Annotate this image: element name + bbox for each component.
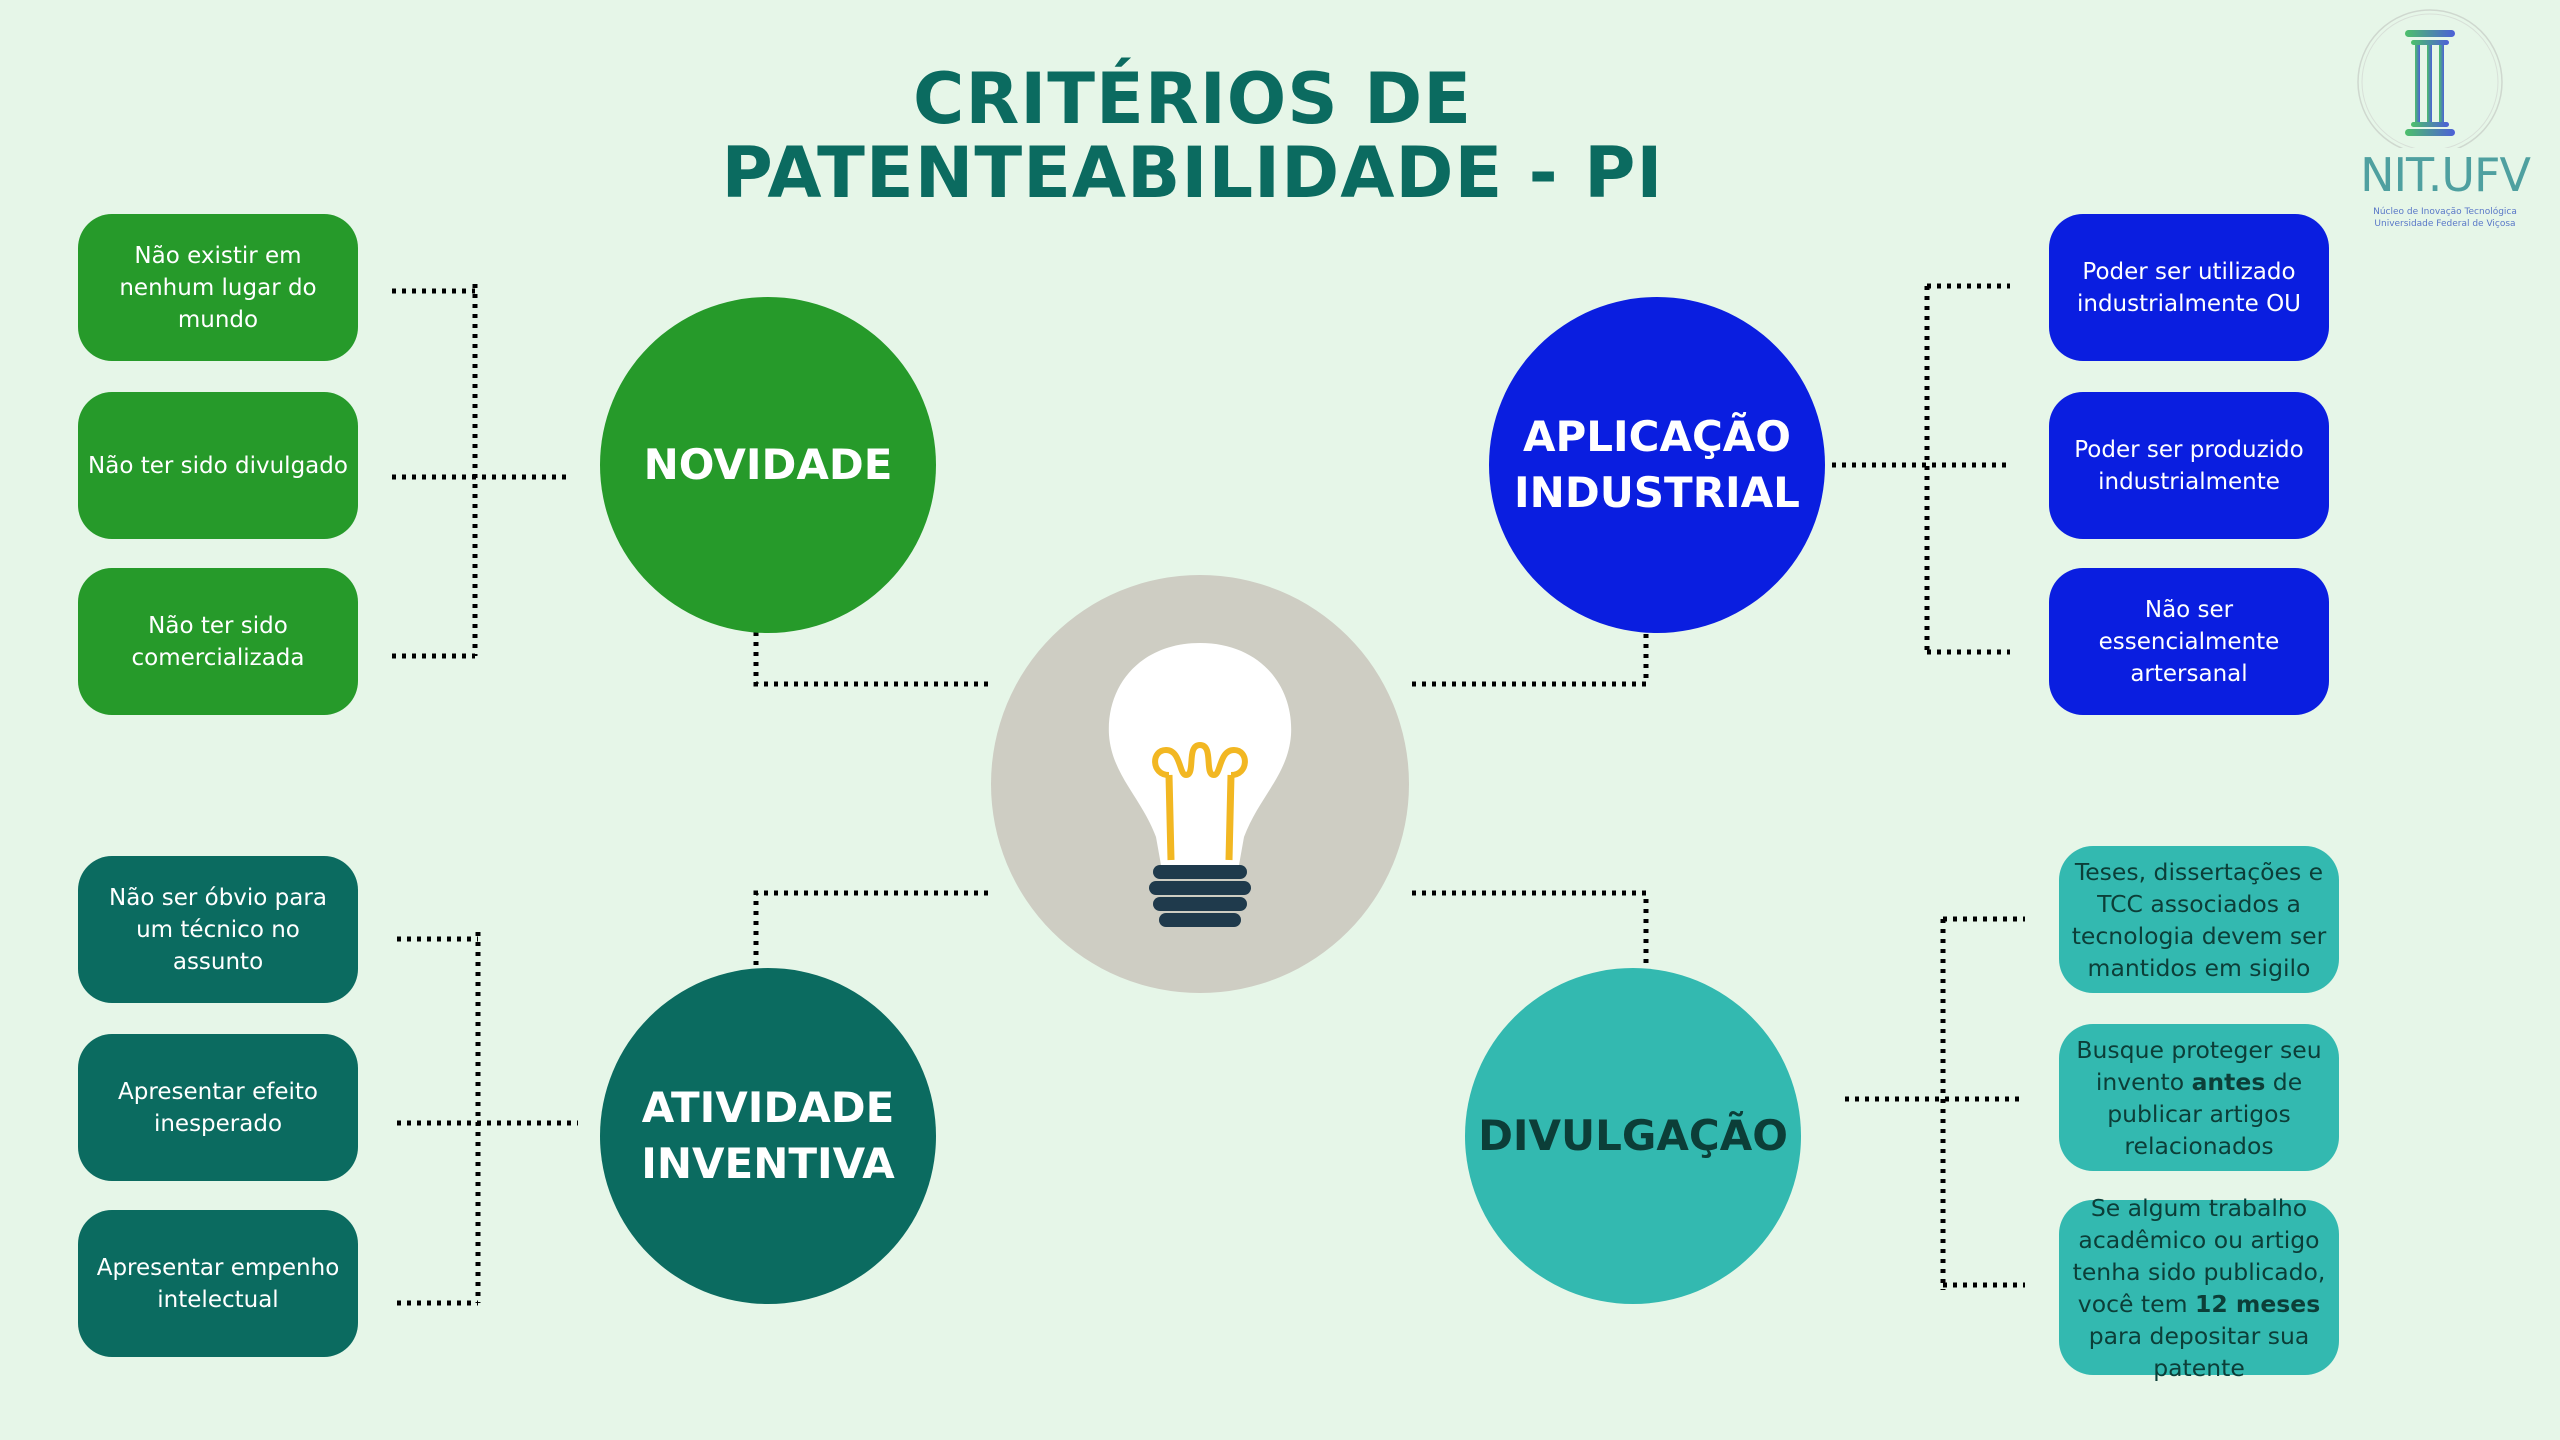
column-logo-icon: [2357, 9, 2503, 155]
novidade-item: Não existir em nenhum lugar do mundo: [78, 214, 358, 361]
text: Busque proteger seu invento: [2076, 1035, 2322, 1096]
atividade-inventiva-circle: ATIVIDADE INVENTIVA: [600, 968, 936, 1304]
aplicacao-label-1: APLICAÇÃO: [1522, 412, 1792, 461]
novidade-circle: NOVIDADE: [600, 297, 936, 633]
divulgacao-circle: DIVULGAÇÃO: [1465, 968, 1801, 1304]
aplicacao-label-2: INDUSTRIAL: [1514, 468, 1800, 517]
aplicacao-industrial-circle: APLICAÇÃO INDUSTRIAL: [1489, 297, 1825, 633]
logo-subtitle: Núcleo de Inovação Tecnológica Universid…: [2345, 206, 2545, 230]
atividade-item: Não ser óbvio para um técnico no assunto: [78, 856, 358, 1003]
lightbulb-circle: [991, 575, 1409, 993]
novidade-item: Não ter sido comercializada: [78, 568, 358, 715]
title-line-1: CRITÉRIOS DE: [912, 58, 1473, 140]
divulgacao-item: Busque proteger seu invento antes de pub…: [2059, 1024, 2339, 1171]
aplicacao-item: Poder ser utilizado industrialmente OU: [2049, 214, 2329, 361]
aplicacao-item: Não ser essencialmente artersanal: [2049, 568, 2329, 715]
bold-text: antes: [2191, 1067, 2266, 1096]
text: Se algum trabalho acadêmico ou artigo te…: [2072, 1193, 2326, 1318]
logo-subtitle-2: Universidade Federal de Viçosa: [2374, 219, 2516, 229]
novidade-item: Não ter sido divulgado: [78, 392, 358, 539]
atividade-item: Apresentar empenho intelectual: [78, 1210, 358, 1357]
page-title: CRITÉRIOS DE PATENTEABILIDADE - PI: [0, 62, 2385, 210]
atividade-item: Apresentar efeito inesperado: [78, 1034, 358, 1181]
text: de publicar artigos relacionados: [2107, 1067, 2303, 1160]
logo-text: NIT.UFV: [2360, 148, 2531, 202]
divulgacao-label: DIVULGAÇÃO: [1478, 1111, 1788, 1160]
divulgacao-item: Teses, dissertações e TCC associados a t…: [2059, 846, 2339, 993]
nit-ufv-logo: NIT.UFV Núcleo de Inovação Tecnológica U…: [2345, 8, 2545, 238]
divulgacao-item: Se algum trabalho acadêmico ou artigo te…: [2059, 1194, 2339, 1382]
lightbulb-icon: [1108, 643, 1292, 927]
aplicacao-item: Poder ser produzido industrialmente: [2049, 392, 2329, 539]
atividade-label-2: INVENTIVA: [641, 1139, 895, 1188]
atividade-label-1: ATIVIDADE: [641, 1083, 895, 1132]
logo-subtitle-1: Núcleo de Inovação Tecnológica: [2373, 207, 2517, 217]
bold-text: 12 meses: [2194, 1289, 2321, 1318]
novidade-label: NOVIDADE: [643, 440, 893, 489]
text: para depositar sua patente: [2088, 1321, 2310, 1382]
title-line-2: PATENTEABILIDADE - PI: [721, 132, 1664, 214]
